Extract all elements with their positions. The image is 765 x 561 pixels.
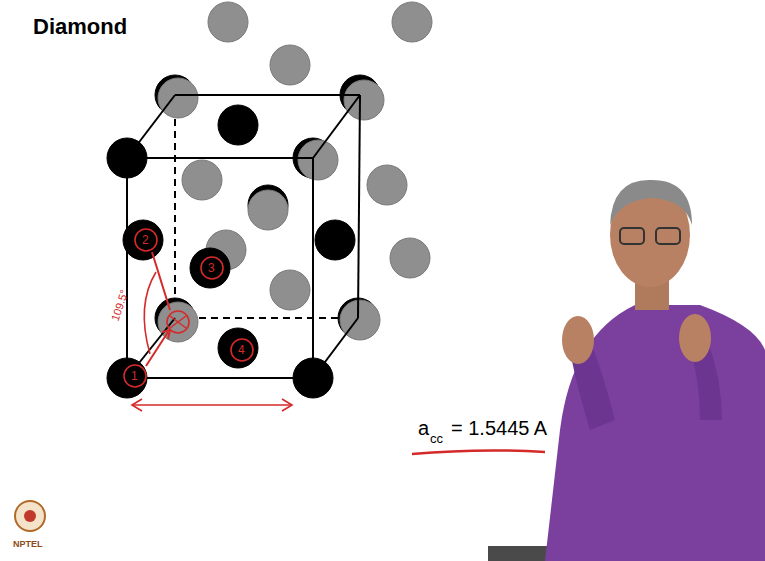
carbon-atom-grey	[270, 45, 310, 85]
carbon-atom-grey	[298, 140, 338, 180]
cube-edge	[127, 157, 313, 159]
underline	[412, 450, 545, 454]
lattice-symbol: a	[418, 418, 429, 438]
cube-edge	[127, 377, 313, 379]
carbon-atom-black	[190, 248, 230, 288]
carbon-atom-grey	[158, 78, 198, 118]
callout-number: 2	[142, 234, 149, 246]
cube-edges	[175, 95, 358, 318]
carbon-atom-black	[315, 220, 355, 260]
annotation-ring	[135, 229, 157, 251]
logo	[15, 501, 45, 531]
callout-number: 4	[238, 344, 245, 356]
carbon-atom-grey	[208, 2, 248, 42]
annotation-ring	[201, 257, 223, 279]
cube-edge	[358, 95, 360, 318]
logo-wheel	[15, 501, 45, 531]
carbon-atom-grey	[248, 190, 288, 230]
hand	[679, 314, 711, 362]
glasses	[656, 228, 680, 244]
slide-title: Diamond	[33, 16, 127, 38]
cube-edges	[127, 95, 360, 378]
arrow-head	[162, 330, 170, 339]
carbon-atom-grey	[270, 270, 310, 310]
callout-number: 1	[131, 370, 138, 382]
arrow-head	[132, 399, 292, 411]
annotation-star	[170, 316, 186, 328]
cube-edge	[312, 158, 314, 378]
cube-edge	[313, 95, 360, 158]
atoms	[107, 2, 432, 398]
annotation-ring	[231, 339, 253, 361]
dimension-arrow	[132, 404, 292, 406]
annotation-ring	[124, 365, 146, 387]
hidden-edge	[174, 95, 176, 318]
cube-edge	[126, 158, 128, 378]
carbon-atom-grey	[344, 80, 384, 120]
hand	[562, 316, 594, 364]
logo-hub	[24, 510, 36, 522]
carbon-atom-grey	[392, 2, 432, 42]
carbon-atom-black	[123, 220, 163, 260]
carbon-atom-grey	[390, 238, 430, 278]
bond-length: = 1.5445 A	[451, 418, 547, 438]
hidden-edge	[175, 317, 358, 319]
carbon-atom-grey	[182, 160, 222, 200]
lecturer	[488, 180, 765, 561]
cube-edge	[127, 95, 175, 158]
carbon-atom-black	[218, 328, 258, 368]
carbon-atom-grey	[367, 165, 407, 205]
carbon-atom-grey	[158, 302, 198, 342]
logo-text: NPTEL	[13, 540, 43, 549]
bond-arrow	[152, 252, 170, 310]
angle-arc	[144, 272, 156, 354]
shirt	[545, 305, 765, 561]
cube-edge	[313, 318, 358, 378]
hair	[610, 180, 692, 225]
carbon-atom-black	[218, 105, 258, 145]
callout-number: 3	[208, 262, 215, 274]
lattice-subscript: cc	[430, 432, 443, 445]
glasses	[620, 228, 644, 244]
cube-edge	[175, 94, 360, 96]
